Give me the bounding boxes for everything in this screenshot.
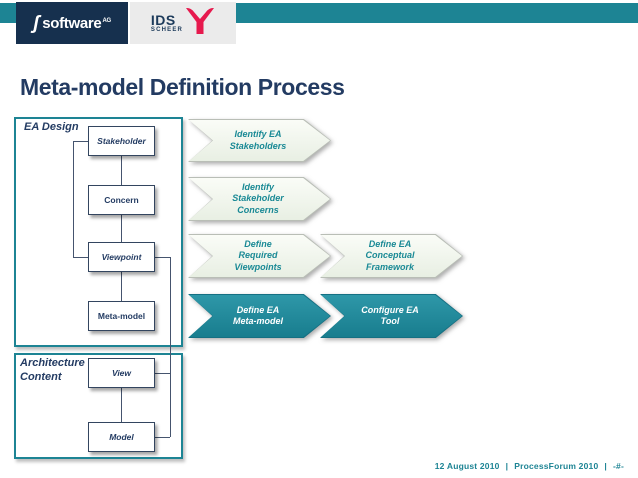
node-stakeholder: Stakeholder <box>88 126 155 156</box>
node-model: Model <box>88 422 155 452</box>
connector-right-vertical <box>170 257 171 437</box>
footer-separator: | <box>604 461 607 471</box>
software-ag-glyph-icon: ʃ <box>33 12 40 34</box>
software-ag-logo: ʃ softwareAG <box>16 2 128 44</box>
connector-viewpoint-left <box>73 257 88 258</box>
ea-design-label: EA Design <box>24 121 79 133</box>
step-define-required-viewpoints: Define Required Viewpoints <box>188 234 331 278</box>
architecture-content-label: Architecture Content <box>20 357 85 383</box>
connector-viewpoint-metamodel <box>121 272 122 301</box>
slide-footer: 12 August 2010 | ProcessForum 2010 | -#- <box>435 461 624 471</box>
scheer-text: SCHEER <box>150 27 184 33</box>
connector-stakeholder-left <box>73 141 88 142</box>
node-meta-model: Meta-model <box>88 301 155 331</box>
step-configure-ea-tool: Configure EA Tool <box>320 294 463 338</box>
connector-left-vertical <box>73 141 74 257</box>
footer-event: ProcessForum 2010 <box>514 461 599 471</box>
step-label: Identify EA Stakeholders <box>229 129 287 151</box>
step-label: Define EA Meta-model <box>232 304 283 326</box>
step-identify-stakeholder-concerns: Identify Stakeholder Concerns <box>188 177 331 221</box>
software-ag-suffix: AG <box>102 17 111 24</box>
step-label: Identify Stakeholder Concerns <box>232 182 284 215</box>
ids-scheer-logo: IDS SCHEER <box>128 2 236 44</box>
connector-viewpoint-right <box>155 257 170 258</box>
connector-view-right <box>155 373 170 374</box>
node-concern: Concern <box>88 185 155 215</box>
footer-page-number: -#- <box>613 461 624 471</box>
step-label: Configure EA Tool <box>361 304 419 326</box>
software-ag-wordmark: softwareAG <box>42 14 111 32</box>
step-define-ea-meta-model: Define EA Meta-model <box>188 294 331 338</box>
step-label: Define EA Conceptual Framework <box>365 239 415 272</box>
footer-separator: | <box>505 461 509 471</box>
footer-date: 12 August 2010 <box>434 461 500 471</box>
ids-scheer-y-icon <box>185 7 215 40</box>
step-identify-ea-stakeholders: Identify EA Stakeholders <box>188 119 331 162</box>
connector-model-right <box>155 437 170 438</box>
connector-concern-viewpoint <box>121 215 122 242</box>
connector-view-model <box>121 388 122 422</box>
ids-text: IDS <box>150 12 176 28</box>
step-define-ea-conceptual-framework: Define EA Conceptual Framework <box>320 234 463 278</box>
connector-stakeholder-concern <box>121 156 122 185</box>
ids-scheer-wordmark: IDS SCHEER <box>151 13 183 33</box>
node-viewpoint: Viewpoint <box>88 242 155 272</box>
page-title: Meta-model Definition Process <box>20 74 345 100</box>
node-view: View <box>88 358 155 388</box>
step-label: Define Required Viewpoints <box>234 239 282 272</box>
